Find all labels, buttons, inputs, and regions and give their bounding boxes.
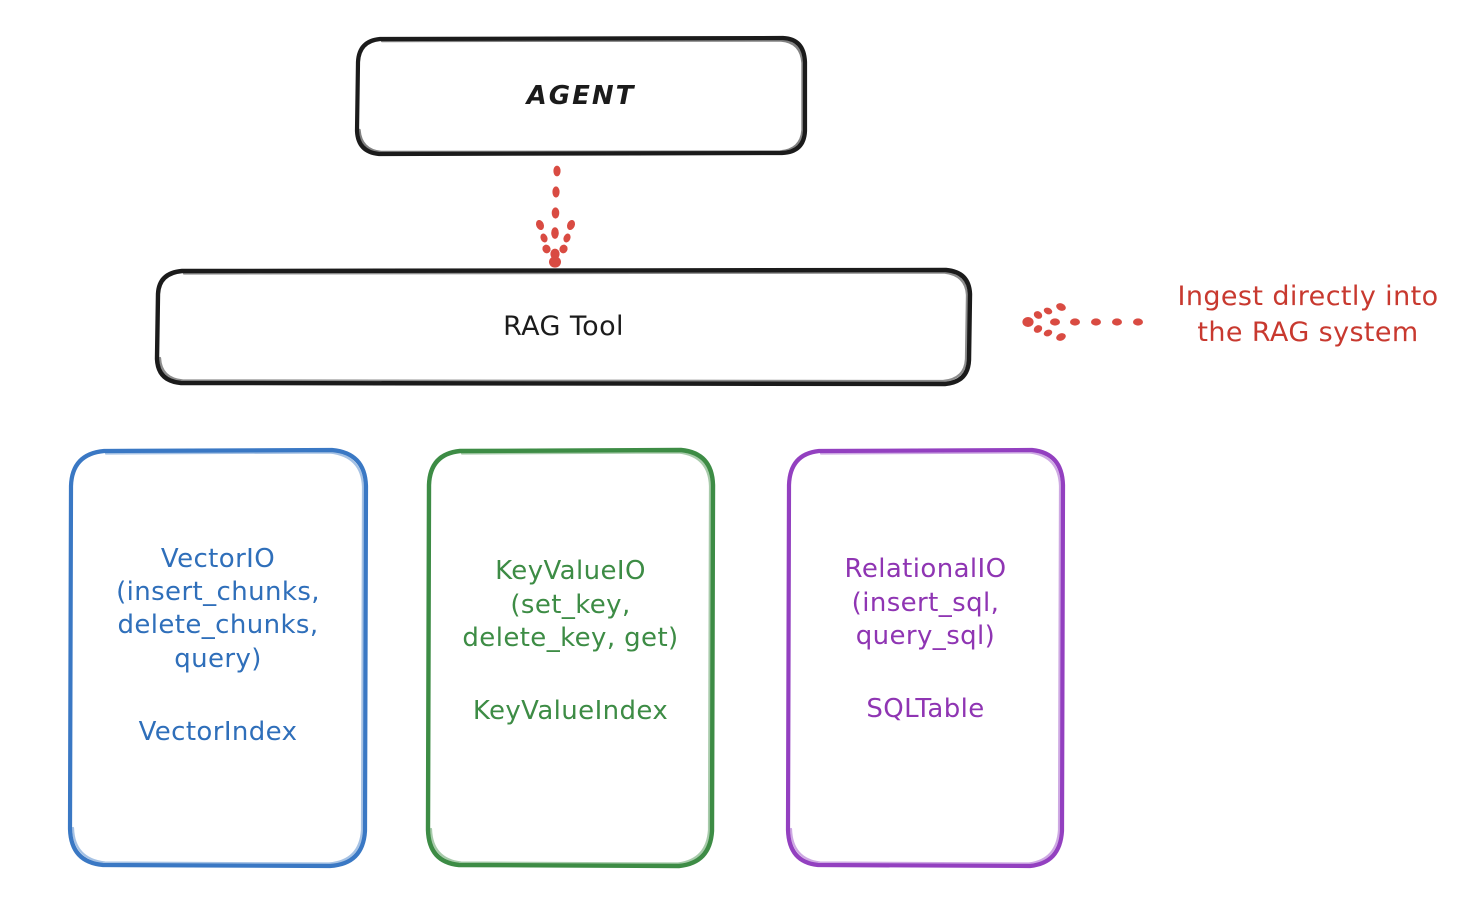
ingest-annotation-text: Ingest directly into the RAG system: [1177, 281, 1439, 348]
keyvalue-store-api-label: KeyValueIO (set_key, delete_key, get): [462, 556, 679, 653]
rag-tool-node[interactable]: RAG Tool: [157, 270, 970, 384]
keyvalue-store-node[interactable]: KeyValueIO (set_key, delete_key, get) Ke…: [428, 450, 713, 866]
relational-store-index-label: SQLTable: [866, 694, 985, 725]
keyvalue-store-text-stack: KeyValueIO (set_key, delete_key, get) Ke…: [462, 555, 678, 728]
vector-store-index-label: VectorIndex: [138, 716, 298, 747]
relational-store-node[interactable]: RelationalIO (insert_sql, query_sql) SQL…: [788, 450, 1063, 866]
agent-to-rag-arrow: [535, 165, 576, 268]
vector-store-text-stack: VectorIO (insert_chunks, delete_chunks, …: [116, 543, 320, 749]
rag-tool-node-label: RAG Tool: [503, 310, 624, 342]
vector-store-node[interactable]: VectorIO (insert_chunks, delete_chunks, …: [70, 450, 366, 866]
keyvalue-store-index-label: KeyValueIndex: [472, 696, 669, 727]
agent-node-label: AGENT: [526, 80, 636, 111]
ingest-to-rag-arrow: [1022, 303, 1143, 341]
relational-store-api-label: RelationalIO (insert_sql, query_sql): [844, 554, 1007, 651]
relational-store-text-stack: RelationalIO (insert_sql, query_sql) SQL…: [845, 553, 1007, 726]
vector-store-api-label: VectorIO (insert_chunks, delete_chunks, …: [116, 543, 320, 674]
agent-node[interactable]: AGENT: [357, 38, 805, 155]
